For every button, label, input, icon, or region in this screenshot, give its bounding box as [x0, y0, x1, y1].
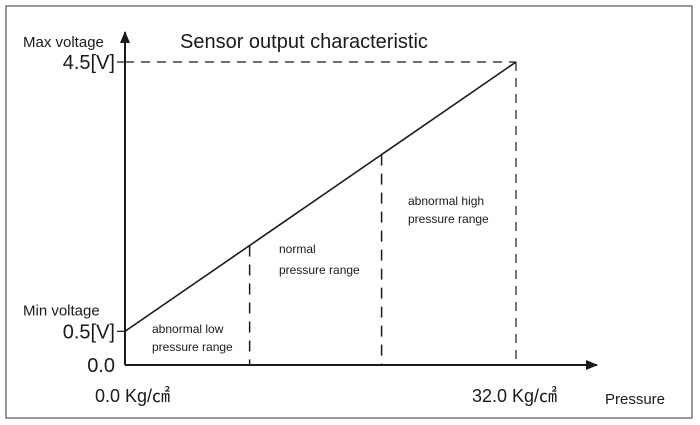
y-origin-label: 0.0 [87, 355, 115, 377]
chart-frame [5, 5, 693, 419]
y-max-label: Max voltage [23, 34, 104, 51]
y-max-value: 4.5[V] [63, 52, 115, 74]
sensor-output-line [124, 61, 517, 332]
x-min-label: 0.0 Kg/㎠ [95, 385, 170, 406]
axes [120, 31, 598, 370]
x-max-label: 32.0 Kg/㎠ [472, 385, 557, 406]
range-label-abnormal-high: abnormal high pressure range [408, 194, 489, 226]
range-label-normal: normal pressure range [279, 242, 360, 277]
range-label-line: pressure range [279, 263, 360, 277]
range-label-line: normal [279, 242, 316, 256]
range-label-line: abnormal low [152, 322, 224, 336]
y-min-value: 0.5[V] [63, 321, 115, 343]
range-label-abnormal-low: abnormal low pressure range [152, 322, 233, 354]
range-label-line: pressure range [408, 212, 489, 226]
guide-lines [117, 61, 517, 365]
x-axis-title: Pressure [605, 391, 665, 408]
y-min-label: Min voltage [23, 302, 100, 319]
range-label-line: pressure range [152, 340, 233, 354]
chart-title: Sensor output characteristic [180, 31, 428, 53]
series-layer [124, 61, 517, 332]
range-label-line: abnormal high [408, 194, 484, 208]
